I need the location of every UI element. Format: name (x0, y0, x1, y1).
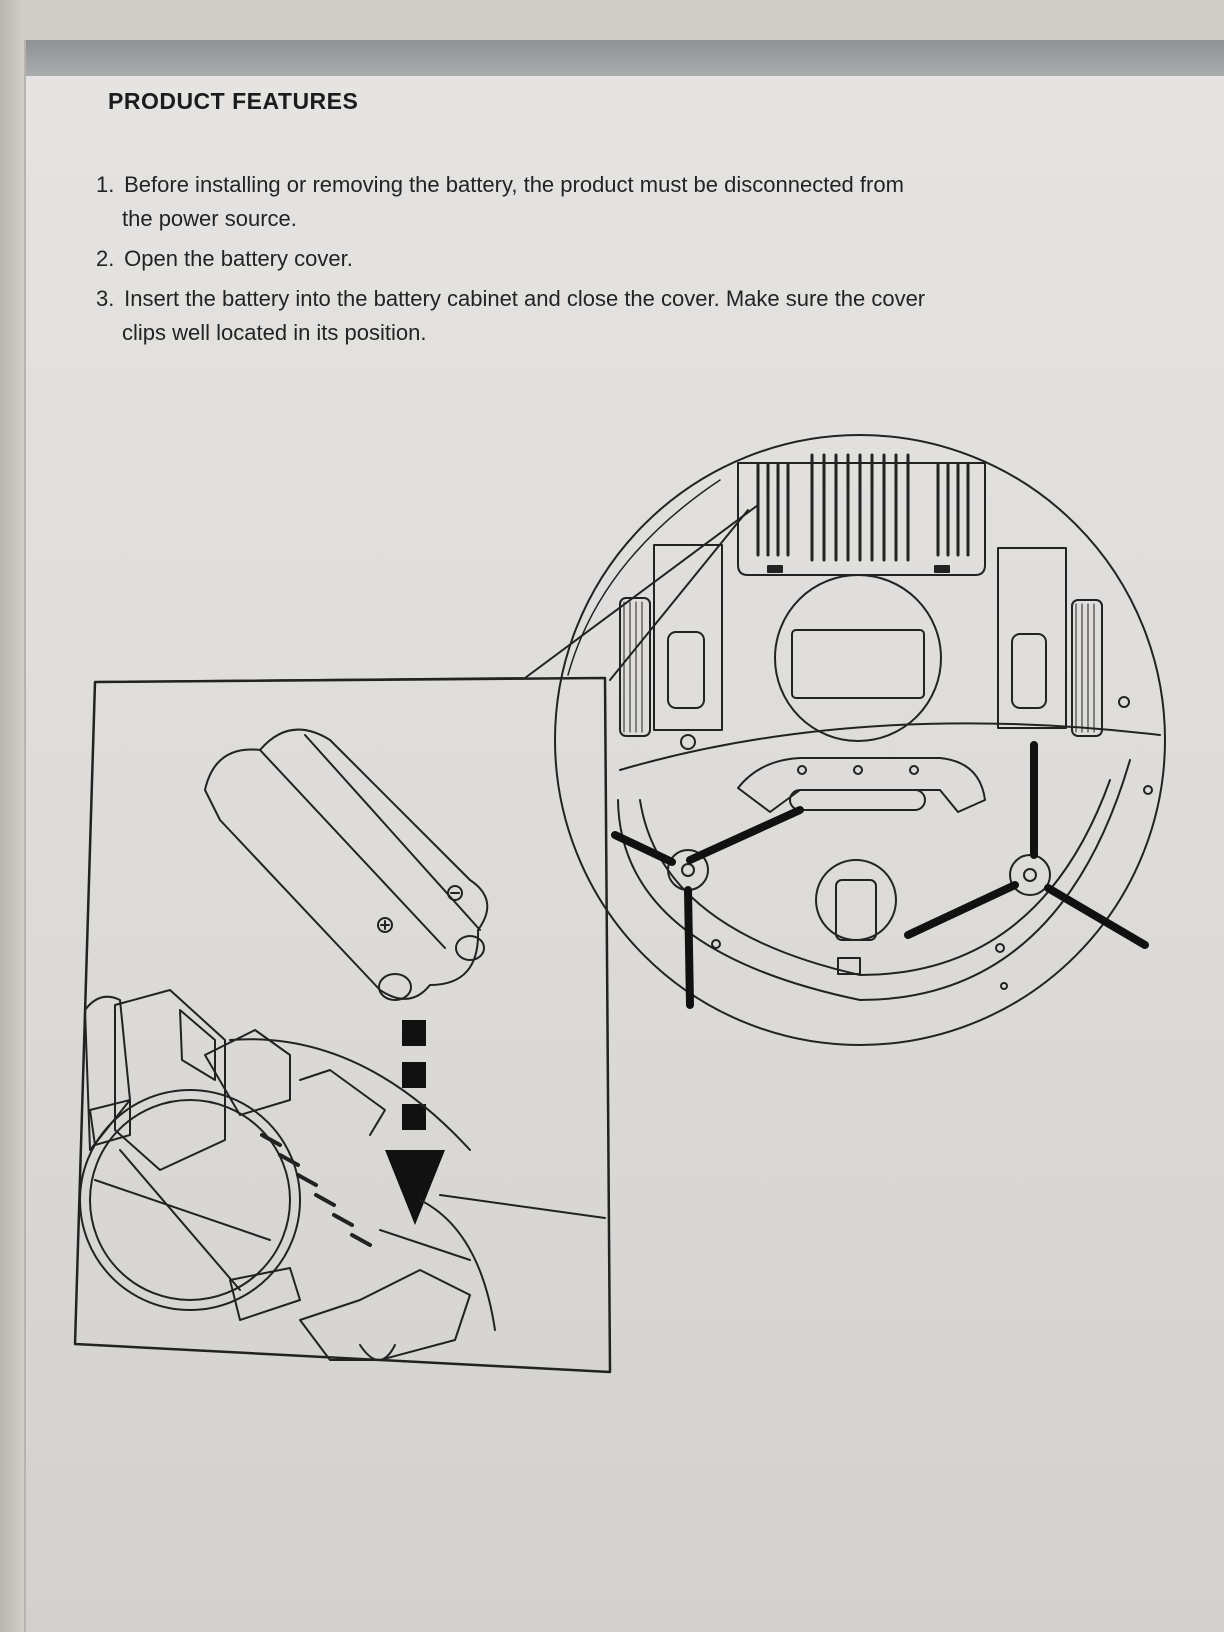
step-1: 1. Before installing or removing the bat… (96, 168, 1176, 236)
step-text-continuation: clips well located in its position. (122, 320, 427, 345)
step-number: 3. (96, 286, 115, 311)
step-text: Before installing or removing the batter… (124, 172, 904, 197)
insert-arrow-drawing (385, 1020, 445, 1225)
page-header-band (26, 40, 1224, 76)
page-gutter (0, 0, 24, 1632)
step-text: Open the battery cover. (124, 246, 353, 271)
step-number: 2. (96, 246, 115, 271)
page-title: PRODUCT FEATURES (108, 88, 359, 114)
robot-underside-drawing (554, 434, 1166, 1046)
step-2: 2. Open the battery cover. (96, 242, 1176, 276)
step-text-continuation: the power source. (122, 206, 297, 231)
robot-battery-bay-drawing (79, 989, 606, 1361)
step-text: Insert the battery into the battery cabi… (124, 286, 926, 311)
battery-pack-drawing (204, 728, 489, 1001)
step-3: 3. Insert the battery into the battery c… (96, 282, 1176, 350)
instruction-list: 1. Before installing or removing the bat… (96, 168, 1176, 356)
step-number: 1. (96, 172, 115, 197)
